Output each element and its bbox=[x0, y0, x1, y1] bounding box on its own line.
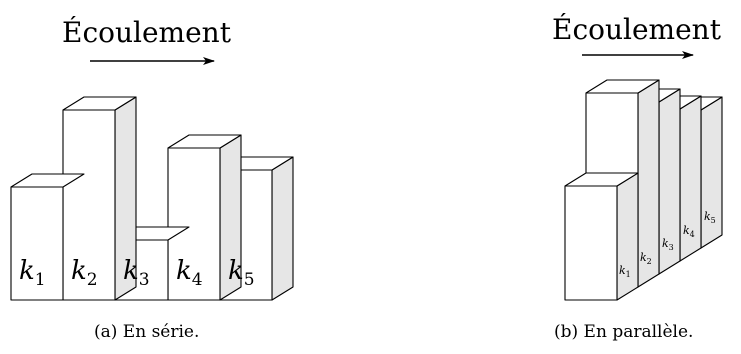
series-label-k4: k4 bbox=[176, 256, 203, 290]
series-label-k3: k3 bbox=[123, 256, 150, 290]
series-label-k1: k1 bbox=[19, 256, 46, 290]
series-label-k2: k2 bbox=[71, 256, 98, 290]
series-labels: k1 k2 k3 k4 k5 bbox=[19, 256, 255, 290]
series-caption: (a) En série. bbox=[94, 322, 199, 342]
parallel-label-k5: k5 bbox=[704, 210, 716, 225]
parallel-panel: Écoulement k1 k2 k3 k4 k5 (b) En parallè… bbox=[552, 13, 723, 342]
series-blocks bbox=[10, 96, 294, 301]
series-block-5-side bbox=[271, 156, 294, 301]
parallel-block-1-side bbox=[616, 172, 639, 301]
parallel-block-1-front bbox=[564, 185, 618, 301]
series-panel: Écoulement k1 k2 k3 k4 k5 (a) En série. bbox=[10, 16, 294, 342]
parallel-label-k1: k1 bbox=[619, 264, 631, 279]
parallel-flow-title: Écoulement bbox=[552, 13, 722, 46]
parallel-labels: k1 k2 k3 k4 k5 bbox=[619, 210, 716, 279]
parallel-block-5-side bbox=[700, 96, 723, 249]
parallel-label-k3: k3 bbox=[662, 237, 674, 252]
series-label-k5: k5 bbox=[228, 256, 255, 290]
parallel-caption: (b) En parallèle. bbox=[554, 322, 693, 342]
series-flow-title: Écoulement bbox=[62, 16, 232, 49]
parallel-label-k2: k2 bbox=[640, 251, 652, 266]
parallel-blocks bbox=[564, 79, 723, 301]
series-block-1-front bbox=[10, 186, 64, 301]
parallel-label-k4: k4 bbox=[683, 224, 695, 239]
